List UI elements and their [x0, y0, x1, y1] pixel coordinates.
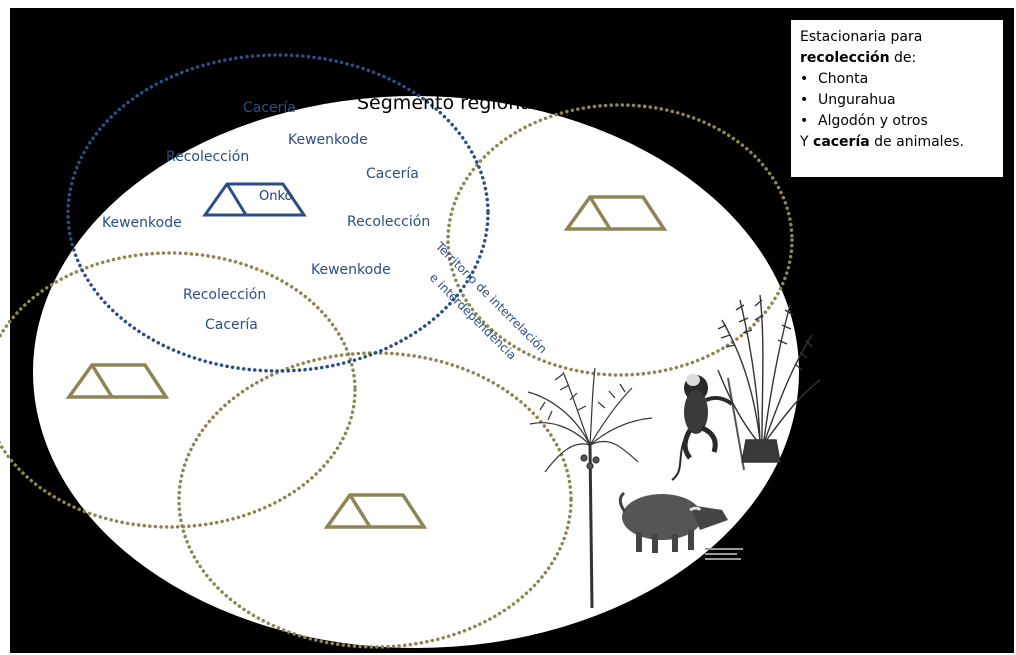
legend-item-label: Algodón y otros	[818, 113, 928, 129]
legend-item: •Ungurahua	[800, 90, 1003, 111]
legend-last-prefix: Y	[800, 134, 813, 150]
legend-line-2: recolección de:	[800, 48, 1003, 69]
label-caceria: Cacería	[243, 101, 296, 115]
label-kewenkode: Kewenkode	[102, 216, 182, 230]
legend-item: •Algodón y otros	[800, 111, 1003, 132]
bullet-icon: •	[800, 69, 818, 90]
label-caceria: Cacería	[205, 318, 258, 332]
legend-line-last: Y cacería de animales.	[800, 132, 1003, 153]
label-recoleccion: Recolección	[347, 215, 430, 229]
label-recoleccion: Recolección	[183, 288, 266, 302]
legend-list: •Chonta •Ungurahua •Algodón y otros	[800, 69, 1003, 132]
legend-last-rest: de animales.	[870, 134, 964, 150]
legend-box: Estacionaria para recolección de: •Chont…	[791, 20, 1003, 177]
onko-label: Onko	[259, 190, 293, 203]
legend-line-2-rest: de:	[890, 50, 917, 66]
label-kewenkode: Kewenkode	[288, 133, 368, 147]
legend-line-1: Estacionaria para	[800, 27, 1003, 48]
label-kewenkode: Kewenkode	[311, 263, 391, 277]
bullet-icon: •	[800, 90, 818, 111]
legend-recoleccion-bold: recolección	[800, 50, 890, 66]
legend-item-label: Chonta	[818, 71, 868, 87]
label-caceria: Cacería	[366, 167, 419, 181]
diagram-title: Segmento regional	[357, 94, 537, 113]
legend-item-label: Ungurahua	[818, 92, 896, 108]
legend-item: •Chonta	[800, 69, 1003, 90]
bullet-icon: •	[800, 111, 818, 132]
label-recoleccion: Recolección	[166, 150, 249, 164]
legend-caceria-bold: cacería	[813, 134, 870, 150]
